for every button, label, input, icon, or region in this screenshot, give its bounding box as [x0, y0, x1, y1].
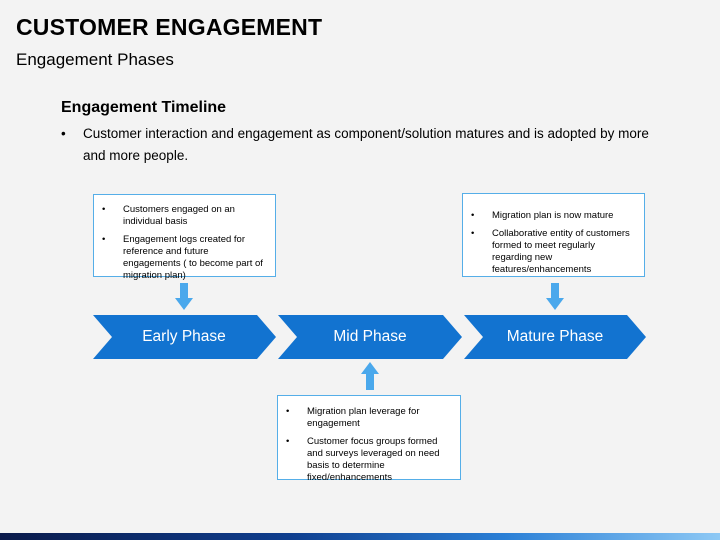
callout-item: • Customer focus groups formed and survey…	[286, 436, 450, 484]
arrow-down-early-icon	[175, 283, 193, 310]
chevron-mid-phase	[278, 315, 462, 359]
phase-label-mid: Mid Phase	[333, 328, 407, 345]
bullet-dot: •	[102, 234, 106, 245]
arrow-down-mature-icon	[546, 283, 564, 310]
phase-label-early: Early Phase	[142, 328, 226, 345]
callout-mid-phase: •Migration plan leverage for engagement …	[277, 395, 461, 483]
bullet-dot: •	[471, 228, 475, 239]
page-title: CUSTOMER ENGAGEMENT	[16, 14, 323, 40]
intro-bullet: • Customer interaction and engagement as…	[61, 123, 661, 167]
callout-text: Customer focus groups formed and surveys…	[307, 436, 440, 483]
callout-text: Migration plan leverage for engagement	[307, 406, 420, 429]
section-heading: Engagement Timeline	[61, 99, 227, 116]
phase-label-mature: Mature Phase	[506, 328, 604, 345]
intro-text: Customer interaction and engagement as c…	[83, 126, 649, 163]
bullet-dot: •	[61, 126, 66, 141]
callout-text: Migration plan is now mature	[492, 210, 614, 221]
callout-mature-phase: • Migration plan is now mature • Collabora…	[462, 193, 645, 277]
page-subtitle: Engagement Phases	[16, 50, 174, 69]
callout-item: • Migration plan is now mature	[471, 210, 634, 222]
chevron-mature-phase	[464, 315, 646, 359]
callout-text: Customers engaged on an individual basis	[123, 204, 235, 227]
bullet-dot: •	[471, 210, 475, 221]
bullet-dot: •	[102, 204, 106, 215]
callout-item: • Engagement logs created for reference a…	[102, 234, 265, 282]
bullet-dot: •	[286, 406, 290, 417]
callout-text: Collaborative entity of customers formed…	[492, 228, 630, 275]
footer-gradient-bar	[0, 533, 720, 540]
callout-item: • Customers engaged on an individual basi…	[102, 204, 265, 228]
arrow-up-mid-icon	[361, 362, 379, 390]
callout-item: • Collaborative entity of customers forme…	[471, 228, 634, 276]
chevron-early-phase	[93, 315, 276, 359]
callout-early-phase: • Customers engaged on an individual basi…	[93, 194, 276, 281]
bullet-dot: •	[286, 436, 290, 447]
callout-item: • Migration plan leverage for engagement	[286, 406, 450, 430]
callout-text: Engagement logs created for reference an…	[123, 234, 263, 281]
